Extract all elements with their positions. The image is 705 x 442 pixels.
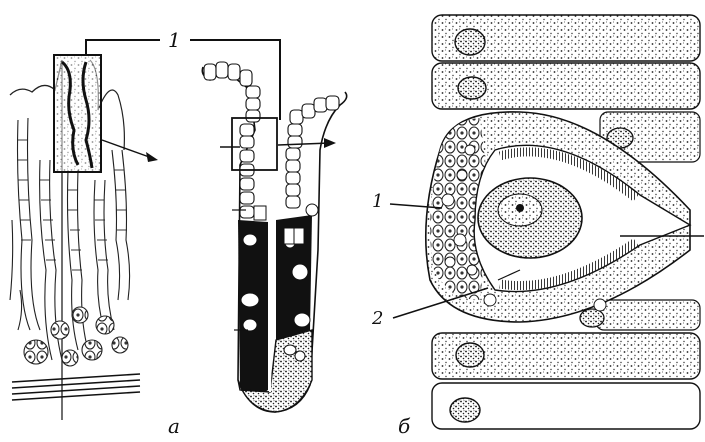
panel-a-mucosa [10, 55, 158, 420]
panel-label-a: а [168, 416, 180, 436]
panel-b-cells [390, 15, 704, 429]
label-1-right: 1 [372, 193, 383, 211]
center-crypt [86, 40, 347, 412]
label-1-top: 1 [168, 30, 181, 50]
panel-label-b: б [398, 416, 410, 436]
label-2-right: 2 [372, 310, 383, 328]
